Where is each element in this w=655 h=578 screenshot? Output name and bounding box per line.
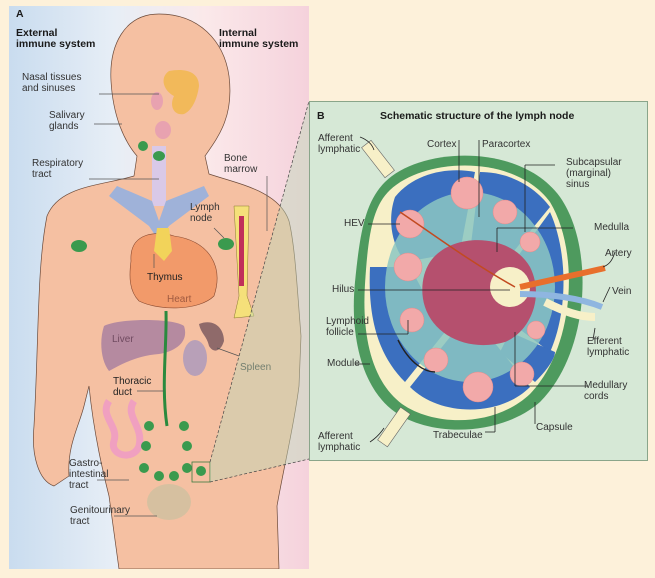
- salivary-gland-lower: [155, 121, 171, 139]
- liver: [101, 320, 186, 371]
- label-lymphoid-follicle: Lymphoid follicle: [326, 316, 369, 338]
- label-spleen: Spleen: [240, 362, 272, 373]
- salivary-gland-upper: [151, 92, 163, 110]
- label-genitourinary: Genitourinary tract: [70, 505, 131, 527]
- label-efferent-lymphatic: Efferent lymphatic: [587, 336, 630, 358]
- nasal-sinus: [163, 69, 199, 115]
- label-salivary: Salivary glands: [49, 110, 85, 132]
- external-immune-system-label: External immune system: [16, 27, 96, 50]
- marrow: [239, 216, 244, 286]
- hev-vessels: [399, 211, 516, 288]
- panel-b-letter: B: [317, 110, 325, 122]
- thoracic-duct: [162, 310, 169, 427]
- label-gastrointestinal: Gastro- intestinal tract: [69, 458, 109, 491]
- panel-a-body-diagram: A External immune system Internal immune…: [9, 6, 309, 569]
- bronchi: [109, 186, 209, 241]
- vein: [519, 291, 604, 310]
- lymph-node-neck-1: [138, 141, 148, 151]
- panel-b-lymph-node: B Schematic structure of the lymph node …: [309, 101, 648, 461]
- label-artery: Artery: [605, 248, 632, 259]
- artery: [519, 265, 606, 290]
- thymus: [154, 228, 172, 261]
- trachea: [152, 146, 166, 206]
- mesenteric-lymph-nodes: [139, 421, 206, 481]
- label-nasal: Nasal tissues and sinuses: [22, 72, 82, 94]
- panel-a-letter: A: [16, 8, 24, 20]
- label-lymph-node: Lymph node: [190, 202, 220, 224]
- kidney: [183, 340, 207, 376]
- label-bone-marrow: Bone marrow: [224, 153, 258, 175]
- label-paracortex: Paracortex: [482, 139, 531, 150]
- label-liver: Liver: [112, 334, 134, 345]
- lymph-node-neck-2: [153, 151, 165, 161]
- label-thymus: Thymus: [147, 272, 183, 283]
- label-medulla: Medulla: [594, 222, 630, 233]
- afferent-lymphatic-bottom: [377, 406, 411, 448]
- internal-immune-system-label: Internal immune system: [219, 27, 299, 50]
- efferent-lymphatic: [543, 298, 596, 321]
- label-module: Module: [327, 358, 360, 369]
- label-hev: HEV: [344, 218, 365, 229]
- label-cortex: Cortex: [427, 139, 457, 150]
- label-vein: Vein: [612, 286, 632, 297]
- label-subcapsular-sinus: Subcapsular (marginal) sinus: [566, 157, 622, 190]
- label-respiratory: Respiratory tract: [32, 158, 84, 180]
- label-trabeculae: Trabeculae: [433, 430, 483, 441]
- label-thoracic-duct: Thoracic duct: [113, 376, 152, 398]
- label-afferent-bottom: Afferent lymphatic: [318, 431, 361, 453]
- lymphoid-follicles: [393, 176, 546, 403]
- gastrointestinal-tract: [102, 399, 144, 459]
- afferent-lymphatic-top: [361, 139, 395, 179]
- label-hilus: Hilus: [332, 284, 355, 295]
- label-medullary-cords: Medullary cords: [584, 380, 628, 402]
- medulla: [422, 240, 536, 346]
- label-capsule: Capsule: [536, 422, 573, 433]
- bladder: [147, 484, 191, 520]
- label-afferent-top: Afferent lymphatic: [318, 133, 361, 155]
- label-heart: Heart: [167, 294, 192, 305]
- lymph-node-illustration: [353, 136, 616, 448]
- lymph-node-left-arm: [71, 240, 87, 252]
- panel-b-title: Schematic structure of the lymph node: [380, 110, 575, 122]
- lymph-node-right-arm: [218, 238, 234, 250]
